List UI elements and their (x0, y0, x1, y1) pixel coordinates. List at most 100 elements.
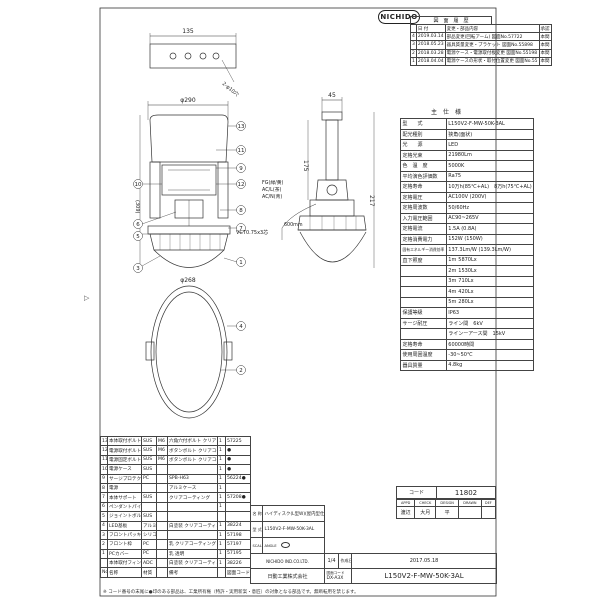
part-qty: 1 (217, 548, 226, 560)
rev-header-content: 変更・部品内容 (444, 23, 540, 34)
illum-dist: 3m (448, 278, 457, 285)
callout-11: 11 (238, 148, 245, 154)
front-callouts-right-lines (216, 125, 238, 263)
spec-value: 60000時間 (445, 338, 535, 350)
tb-scale-value: 1/4 (324, 553, 339, 569)
part-finish: SPB-H63 (167, 473, 218, 484)
dim-total-height: 217 (368, 195, 375, 207)
parts-header-row: No名称材質備考図面コード (100, 567, 251, 578)
part-no: 3 (100, 529, 108, 541)
callout-12: 12 (238, 182, 245, 188)
spec-value: 1.5A (0.8A) (445, 223, 535, 235)
logo-text: NICHIDO (380, 13, 418, 21)
title-block-approvals: APPD CHECK DESIGN DRAWN DEF 渡辺 大月 平 (395, 499, 497, 519)
spec-value: 21980Lm (445, 149, 535, 161)
dim-top-width: 135 (182, 28, 194, 35)
part-name: 電源固定ボルト (107, 454, 142, 466)
callout-circles-bottom (236, 321, 246, 375)
rev-content: 器具質量変更・ブラケット 図面No.55898 (444, 40, 540, 50)
part-qty: 1 (217, 539, 226, 550)
part-finish: アルミケース (167, 482, 218, 494)
revision-row: 3 2018.05.23 器具質量変更・ブラケット 図面No.55898 本間 (410, 40, 552, 50)
part-drawing: 57225 (225, 435, 251, 447)
part-spec (156, 511, 168, 522)
part-finish: 六角穴付ボルト クリアコーティング (167, 435, 218, 447)
illum-lux: 280Lx (458, 299, 474, 306)
tb-company-en: NICHIDO IND.CO.LTD. (250, 553, 325, 569)
callout-circles-left (133, 179, 143, 273)
tb-scale-label: SCALE (250, 537, 263, 554)
part-spec (156, 529, 168, 541)
spec-label: 型 式 (400, 118, 447, 130)
rev-approver: 本間 (538, 48, 552, 58)
part-drawing: 57195 (225, 548, 251, 560)
spec-value: 137.3Lm/W (139.3Lm/W) (445, 244, 535, 256)
part-qty: 1 (217, 473, 226, 484)
wire-l: AC/L(茶) (262, 186, 282, 193)
part-name: フロントパッキン (107, 529, 142, 541)
part-finish: 白塗装 クリアコーティング (167, 520, 218, 531)
part-no: 2 (100, 539, 108, 550)
part-spec (156, 482, 168, 494)
illum-label: 直下照度 (400, 254, 447, 266)
part-finish: ボタンボルト クリアコーティング (167, 445, 218, 456)
wire-n: AC/N(青) (262, 193, 282, 200)
part-material (141, 482, 157, 494)
top-view (149, 33, 237, 83)
callout-4: 4 (239, 324, 243, 330)
callout-7: 7 (239, 226, 243, 232)
part-material: SUS (141, 435, 157, 447)
tb-date-value: 2017.05.18 (350, 553, 498, 569)
part-drawing: 56224● (225, 473, 251, 484)
part-finish: クリアコーティング (167, 492, 218, 503)
part-qty: 1 (217, 492, 226, 503)
part-name: フロント枠 (107, 539, 142, 550)
part-name: ペンダントパイプ (107, 501, 142, 513)
part-material: アルミ (141, 520, 157, 531)
part-material: PC (141, 473, 157, 484)
part-finish (167, 529, 218, 541)
rev-header-approver: 承認 (538, 23, 552, 34)
part-drawing: ● (225, 454, 251, 466)
part-spec: M6 (156, 454, 168, 466)
callout-3: 3 (136, 266, 140, 272)
part-finish: 乳 透明 (167, 548, 218, 560)
side-arrow-mark: ▷ (84, 294, 90, 302)
dim-side-height: 175 (302, 160, 309, 172)
part-no: 1 (100, 548, 108, 560)
front-callouts-left-lines (141, 183, 177, 267)
part-spec (156, 539, 168, 550)
part-qty: 1 (217, 445, 226, 456)
callout-13: 13 (238, 124, 245, 130)
spec-value: LED (445, 139, 535, 151)
spec-label: 定格電流 (400, 223, 447, 235)
part-no: 5 (100, 511, 108, 522)
tb-code-label: コード (396, 486, 437, 499)
spec-value: ラインーアース間 15kV (445, 328, 535, 340)
footer-note: ※ コード番号の末尾に●印のある部品は、工業所有権（特許・実用新案・意匠）の対象… (103, 590, 359, 595)
callout-8: 8 (239, 208, 243, 214)
illum-lux: 710Lx (458, 278, 474, 285)
spec-value: AC100V (200V) (445, 191, 535, 203)
part-spec (156, 473, 168, 484)
part-material: SUS (141, 511, 157, 522)
part-no: 8 (100, 482, 108, 494)
revision-table: 日 付 変更・部品内容 承認 4 2019.03.14 部品変更(回転アーム) … (410, 23, 552, 66)
spec-label: 使用周囲温度 (400, 349, 447, 361)
